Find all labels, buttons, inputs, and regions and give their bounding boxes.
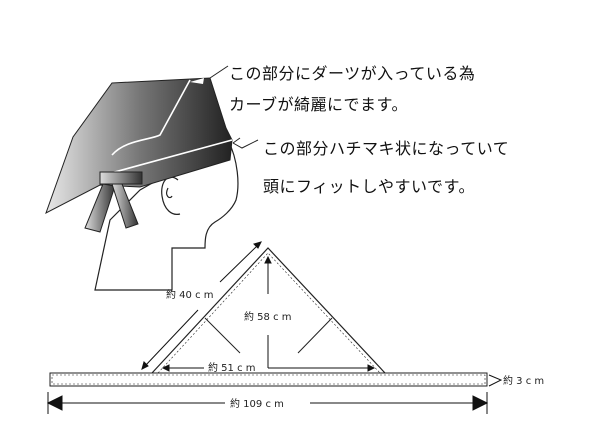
fold-right xyxy=(297,317,333,354)
callout-lines xyxy=(209,65,259,149)
dim-half-base: 約 51 c m xyxy=(208,361,256,374)
band-strip xyxy=(49,372,488,387)
head-illustration xyxy=(94,139,239,291)
darts-note-line1: この部分にダーツが入っている為 xyxy=(229,64,476,83)
dim-total-length: 約 109 c m xyxy=(230,397,284,410)
triangle xyxy=(151,247,386,374)
pattern xyxy=(49,247,488,387)
band-note-line1: この部分ハチマキ状になっていて xyxy=(263,139,510,158)
darts-note-line2: カーブが綺麗にでます。 xyxy=(229,95,408,114)
dim-height: 約 58 c m xyxy=(244,310,292,323)
dimension-arrows xyxy=(46,241,503,414)
dim-band-width: 約 3 c m xyxy=(503,374,544,387)
cap xyxy=(45,77,233,233)
dim-side: 約 40 c m xyxy=(166,288,214,301)
fold-left xyxy=(204,317,241,354)
band-note-line2: 頭にフィットしやすいです。 xyxy=(263,177,475,196)
